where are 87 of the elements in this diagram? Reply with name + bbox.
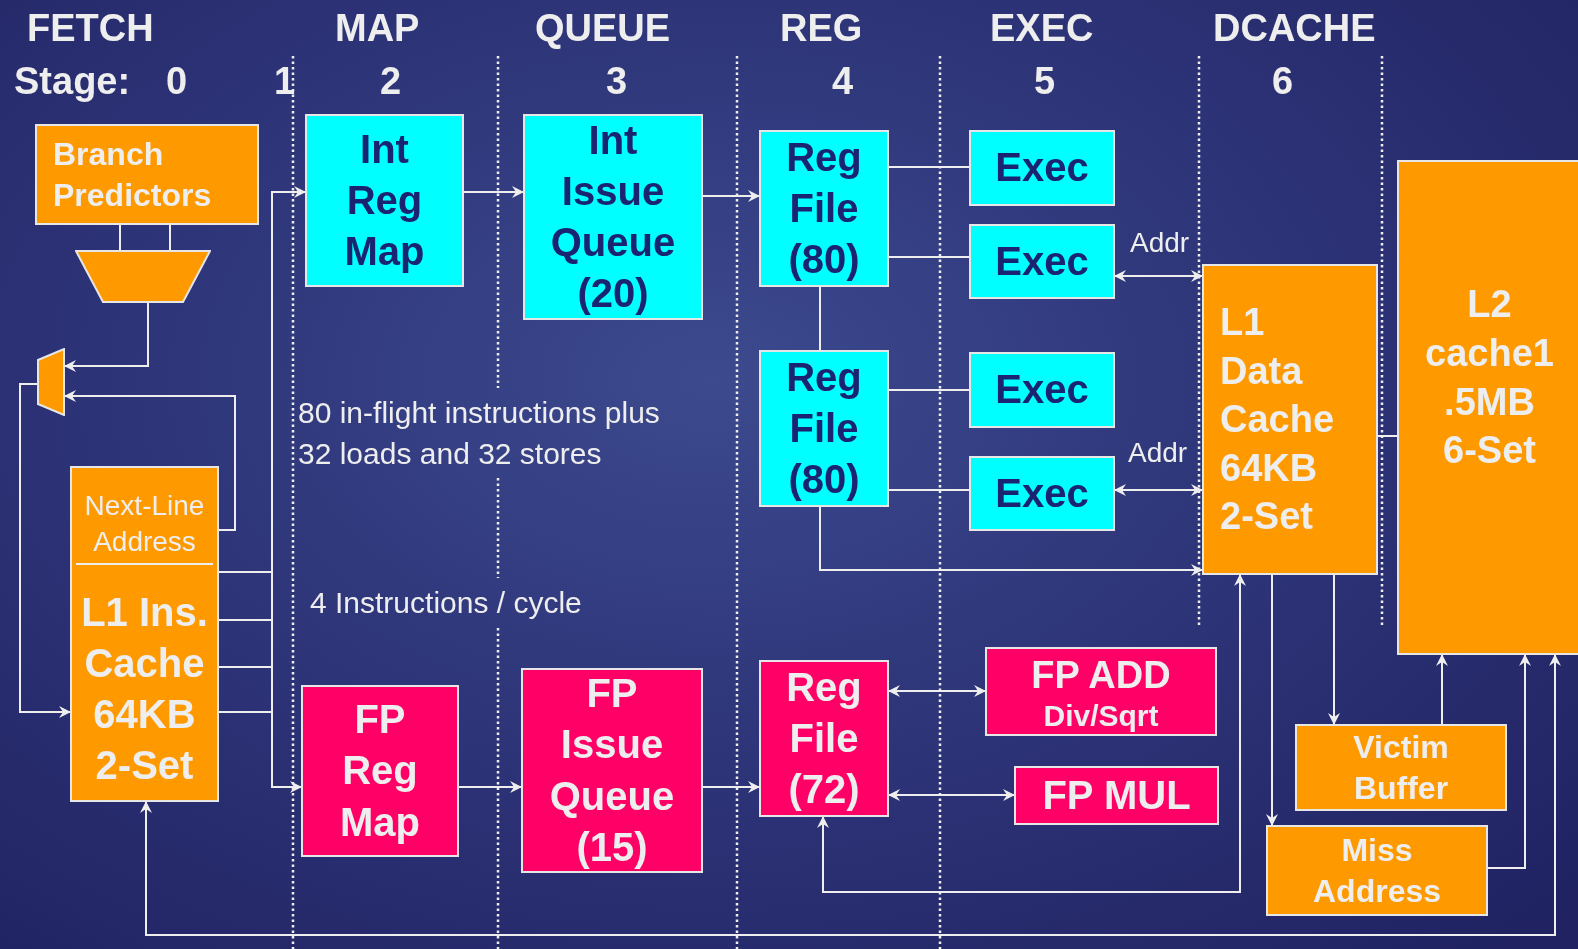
stage-heading: 0: [166, 59, 188, 104]
arrow: [817, 574, 1246, 893]
connector-line: [888, 489, 970, 491]
unit-box: [969, 352, 1115, 428]
unit-box: [1266, 825, 1488, 916]
unit-box: [1202, 264, 1378, 575]
stage-heading: 5: [1034, 59, 1056, 104]
unit-label: Exec: [995, 144, 1089, 192]
arrow: [1328, 574, 1340, 725]
arrow: [702, 190, 760, 202]
arrow: [140, 654, 1561, 936]
unit-label: Int Reg Map: [343, 125, 426, 276]
unit-label: Exec: [995, 469, 1089, 517]
connector-line: [819, 286, 821, 351]
arrow: [1114, 270, 1203, 282]
connector-line: [888, 166, 970, 168]
stage-heading: DCACHE: [1213, 6, 1376, 51]
unit-label: FP Reg Map: [339, 696, 421, 846]
unit-box: [35, 124, 259, 225]
unit-label: Branch Predictors: [53, 134, 213, 215]
connector-line: [169, 224, 171, 251]
connector-line: [888, 256, 970, 258]
unit-box: [301, 685, 459, 857]
multiplexer-shape: [37, 348, 65, 416]
connector-line: [888, 389, 970, 391]
edge-label: Addr: [1130, 226, 1190, 260]
note-text: 80 in-flight instructions plus 32 loads and 32 stores: [298, 395, 661, 473]
unit-box: [759, 660, 889, 817]
unit-label: Exec: [995, 237, 1089, 285]
arrow: [463, 186, 524, 198]
unit-box: [969, 130, 1115, 206]
unit-subtitle: Next-Line Address: [76, 488, 213, 565]
stage-heading: EXEC: [990, 6, 1094, 51]
unit-label: Reg File (80): [785, 353, 863, 504]
connector-line: [119, 224, 121, 251]
unit-label: Reg File (72): [785, 663, 863, 814]
stage-heading: QUEUE: [535, 6, 671, 51]
arrow: [1114, 484, 1203, 496]
unit-box: [985, 647, 1217, 736]
arrow: [1487, 654, 1531, 869]
stage-heading: 3: [606, 59, 628, 104]
arrow: [888, 789, 1015, 801]
unit-box: [759, 350, 889, 507]
stage-heading: 2: [380, 59, 402, 104]
arrow: [64, 302, 149, 372]
arrow: [819, 506, 1203, 576]
unit-label: L2 cache1 .5MB 6-Set: [1424, 282, 1555, 474]
unit-label: FP ADD: [1031, 652, 1171, 698]
unit-label: FP MUL: [1042, 771, 1191, 819]
unit-label: Miss Address: [1311, 830, 1442, 911]
arrow: [218, 711, 302, 793]
unit-box: [70, 466, 219, 802]
stage-heading: 6: [1272, 59, 1294, 104]
unit-box: [1397, 160, 1578, 655]
stage-heading: MAP: [335, 6, 420, 51]
arrow: [458, 781, 522, 793]
unit-label: Int Issue Queue (20): [549, 116, 677, 318]
unit-box: [969, 224, 1115, 299]
arrow: [19, 383, 71, 718]
stage-heading: REG: [780, 6, 863, 51]
stage-heading: 4: [832, 59, 854, 104]
arrow: [702, 781, 760, 793]
unit-label: Exec: [995, 366, 1089, 414]
arrow: [64, 390, 236, 531]
stage-heading: 1: [274, 59, 296, 104]
arrow: [1266, 574, 1278, 826]
unit-box: [1295, 724, 1507, 811]
unit-label: Victim Buffer: [1352, 727, 1450, 808]
unit-label: L1 Ins. Cache 64KB 2-Set: [80, 588, 209, 790]
note-text: 4 Instructions / cycle: [310, 585, 583, 621]
connector-line: [1377, 435, 1398, 437]
stage-heading: FETCH: [27, 6, 154, 51]
stage-heading: Stage:: [14, 59, 131, 104]
unit-label: L1 Data Cache 64KB 2-Set: [1220, 299, 1336, 540]
arrow: [888, 685, 986, 697]
edge-label: Addr: [1128, 436, 1188, 470]
unit-box: [305, 114, 464, 287]
unit-box: [521, 668, 703, 873]
multiplexer-shape: [75, 250, 211, 303]
unit-box: [1014, 766, 1219, 825]
unit-subtitle: Div/Sqrt: [1043, 699, 1159, 733]
unit-label: FP Issue Queue (15): [548, 670, 676, 871]
unit-label: Reg File (80): [785, 133, 863, 284]
unit-box: [969, 456, 1115, 531]
arrow: [1436, 654, 1448, 725]
unit-box: [523, 114, 703, 320]
unit-box: [759, 130, 889, 287]
